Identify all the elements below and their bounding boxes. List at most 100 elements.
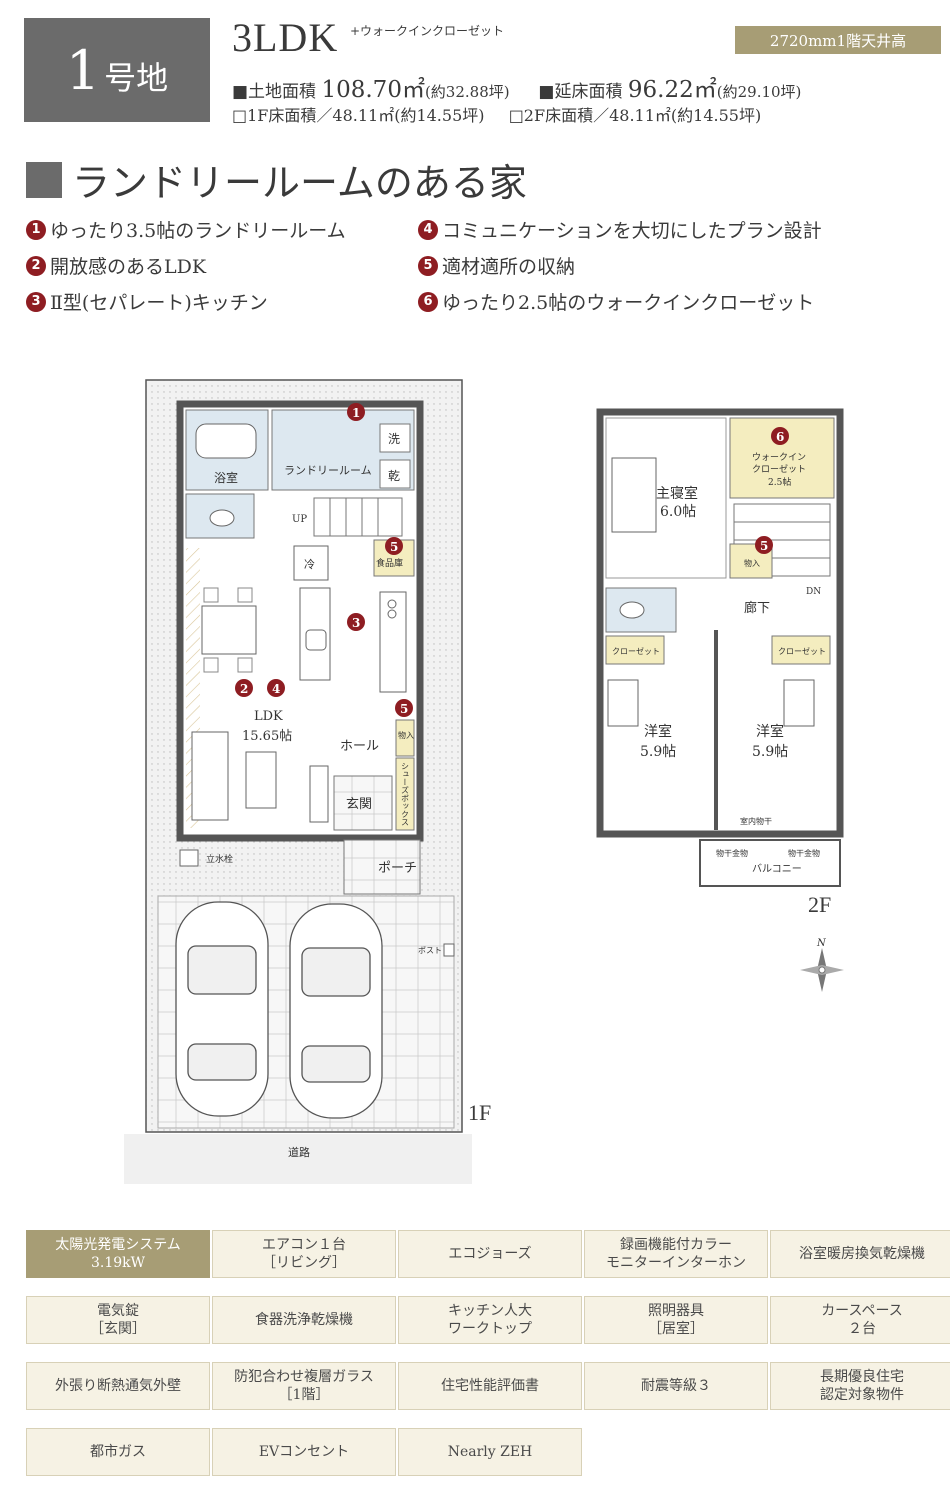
equipment-line1: 住宅性能評価書: [441, 1378, 539, 1394]
master-size: 6.0帖: [660, 504, 696, 520]
equipment-item: 都市ガス: [26, 1428, 210, 1476]
sink-icon: [305, 629, 327, 651]
western-left-size: 5.9帖: [640, 744, 676, 760]
equipment-line1: 電気錠: [97, 1303, 139, 1319]
bed-icon: [611, 457, 657, 533]
feature-badge: 2: [26, 255, 46, 276]
equipment-text: 照明器具［居室］: [648, 1302, 704, 1338]
equipment-text: 長期優良住宅認定対象物件: [820, 1368, 904, 1404]
toilet-icon: [209, 509, 235, 527]
layout-type: 3LDK: [232, 15, 339, 60]
western-left-label: 洋室: [644, 723, 672, 740]
compass-icon: [800, 948, 844, 992]
hanger-left-label: 物干金物: [716, 848, 748, 858]
equipment-line1: 防犯合わせ複層ガラス: [234, 1369, 374, 1385]
equipment-item: 耐震等級３: [584, 1362, 768, 1410]
wic-label-2: クローゼット: [752, 463, 806, 475]
pantry-label: 食品庫: [376, 557, 403, 569]
svg-text:3: 3: [352, 616, 360, 630]
stairs-1f: [313, 497, 403, 537]
equipment-text: キッチン人大ワークトップ: [448, 1302, 532, 1338]
equipment-text: 防犯合わせ複層ガラス ［1階］: [234, 1368, 374, 1404]
equipment-line1: 照明器具: [648, 1303, 704, 1319]
f2-area: □2F床面積／48.11㎡(約14.55坪): [508, 106, 762, 125]
entrance-floor: [333, 775, 393, 831]
equipment-line2: ワークトップ: [448, 1321, 532, 1337]
equipment-line1: エコジョーズ: [448, 1246, 532, 1262]
north-label: N: [816, 938, 827, 949]
shoe-box: [395, 757, 415, 831]
feature-text: Ⅱ型(セパレート)キッチン: [50, 292, 268, 314]
equipment-text: 録画機能付カラーモニターインターホン: [606, 1236, 746, 1272]
equipment-text: エアコン１台［リビング］: [262, 1236, 346, 1272]
title-square-icon: [26, 161, 62, 198]
indoor-dry-label: 室内物干: [740, 816, 772, 826]
equipment-item: 防犯合わせ複層ガラス ［1階］: [212, 1362, 396, 1410]
lot-suffix: 号地: [104, 59, 169, 97]
f1-area: □1F床面積／48.11㎡(約14.55坪): [232, 106, 485, 125]
wic-size: 2.5帖: [768, 476, 791, 488]
equipment-line1: カースペース: [821, 1303, 903, 1319]
faucet-icon: [179, 849, 199, 867]
table-icon: [245, 751, 277, 809]
equipment-line1: 耐震等級３: [641, 1378, 711, 1394]
feature-badge: 6: [418, 291, 438, 312]
equipment-item: 住宅性能評価書: [398, 1362, 582, 1410]
lot-number: 1: [65, 38, 101, 102]
storage-2f-label: 物入: [744, 558, 760, 568]
fridge-label: 冷: [304, 558, 315, 571]
corridor-label: 廊下: [744, 600, 770, 616]
equipment-line2: ［1階］: [278, 1387, 330, 1403]
desk-right-icon: [783, 679, 815, 727]
floor-area-value: 96.22㎡: [627, 77, 717, 103]
equipment-text: 太陽光発電システム 3.19kW: [55, 1236, 181, 1272]
equipment-line1: 都市ガス: [90, 1444, 146, 1460]
stove-counter: [379, 591, 407, 693]
equipment-item: 外張り断熱通気外壁: [26, 1362, 210, 1410]
equipment-item: 太陽光発電システム 3.19kW: [26, 1230, 210, 1278]
toilet-2f: [605, 587, 677, 633]
equipment-line1: 浴室暖房換気乾燥機: [799, 1246, 925, 1262]
plan-2f: 主寝室 6.0帖 ウォークイン クローゼット 2.5帖 物入 DN 廊下 クロー…: [596, 408, 844, 992]
page-title-text: ランドリールームのある家: [72, 161, 527, 205]
equipment-item: 食器洗浄乾燥機: [212, 1296, 396, 1344]
equipment-item: エコジョーズ: [398, 1230, 582, 1278]
equipment-item: 電気錠［玄関］: [26, 1296, 210, 1344]
page-title: ランドリールームのある家: [26, 152, 527, 207]
equipment-item: EVコンセント: [212, 1428, 396, 1476]
svg-text:5: 5: [760, 539, 768, 553]
shoebox-label: シューズボックス: [401, 762, 410, 826]
sofa-icon: [191, 731, 229, 821]
equipment-item: 長期優良住宅認定対象物件: [770, 1362, 950, 1410]
feature-text: ゆったり3.5帖のランドリールーム: [50, 220, 346, 242]
equipment-line1: 食器洗浄乾燥機: [255, 1312, 353, 1328]
dining-table-icon: [201, 605, 257, 655]
hall-label: ホール: [340, 739, 379, 754]
equipment-line1: 太陽光発電システム: [55, 1237, 181, 1253]
floor-plans: 浴室 洗 乾 ランドリールーム UP 冷: [124, 379, 844, 1184]
equipment-text: 都市ガス: [90, 1443, 146, 1461]
land-area-value: 108.70㎡: [321, 77, 425, 103]
porch-label: ポーチ: [378, 861, 417, 876]
equipment-text: 住宅性能評価書: [441, 1377, 539, 1395]
closet-left: [605, 635, 665, 665]
equipment-line1: 長期優良住宅: [820, 1369, 904, 1385]
equipment-line1: EVコンセント: [258, 1444, 350, 1460]
wash-label: 洗: [388, 432, 400, 446]
closet-right: [771, 635, 831, 665]
floor-area-tsubo: (約29.10坪): [716, 83, 802, 101]
fridge: [293, 545, 329, 581]
wic-label: ウォークイン: [752, 452, 806, 463]
land-area-tsubo: (約32.88坪): [424, 83, 510, 101]
post-icon: [443, 943, 455, 957]
faucet-label: 立水栓: [206, 853, 233, 865]
equipment-line2: 3.19kW: [90, 1255, 146, 1271]
master-label: 主寝室: [656, 485, 698, 502]
area-line-2: □1F床面積／48.11㎡(約14.55坪) □2F床面積／48.11㎡(約14…: [232, 102, 761, 126]
balcony-label: バルコニー: [752, 863, 802, 875]
feature-badge: 4: [418, 219, 438, 240]
